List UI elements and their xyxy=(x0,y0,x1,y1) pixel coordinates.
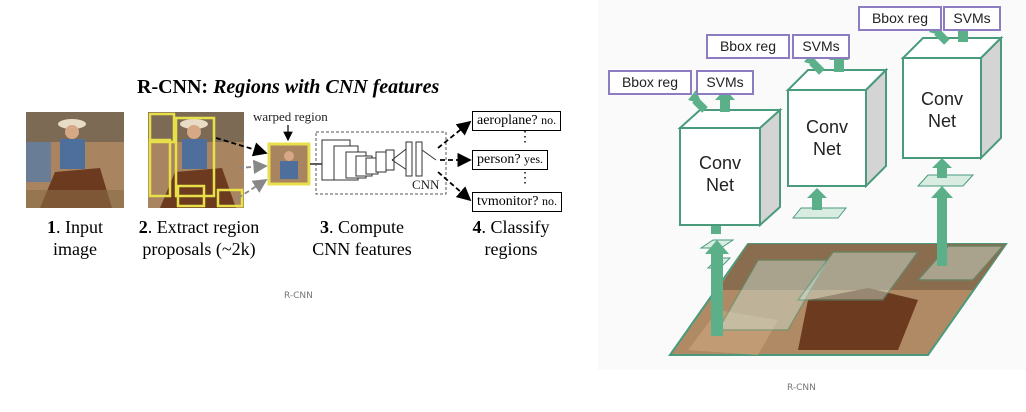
pipeline-title: R-CNN: Regions with CNN features xyxy=(137,76,439,99)
svms-box-2: SVMs xyxy=(792,34,850,59)
svms-box-3: SVMs xyxy=(943,6,1001,31)
class-answer: yes. xyxy=(524,152,544,166)
right-caption: R-CNN xyxy=(787,383,816,393)
step-number: 4 xyxy=(472,217,482,237)
step-number: 1 xyxy=(47,217,56,237)
title-prefix: R-CNN: xyxy=(137,76,214,98)
step-line2: regions xyxy=(484,239,538,259)
proposals-image xyxy=(148,112,244,208)
step-line2: CNN features xyxy=(312,239,412,259)
column-1 xyxy=(677,89,783,336)
cnn-label: CNN xyxy=(412,177,440,192)
step-line1: . Extract region xyxy=(147,217,260,237)
class-box-person: person? yes. xyxy=(472,150,549,170)
column-2 xyxy=(785,49,889,219)
class-box-tvmonitor: tvmonitor? no. xyxy=(472,192,562,212)
bbox-reg-box-1: Bbox reg xyxy=(608,70,692,95)
step-number: 2 xyxy=(138,217,148,237)
input-image xyxy=(26,112,124,208)
title-italic: Regions with CNN features xyxy=(213,76,440,98)
conv-text: Conv xyxy=(805,117,849,137)
left-caption: R-CNN xyxy=(284,291,313,301)
net-text: Net xyxy=(927,111,956,131)
step-line1: . Input xyxy=(56,217,103,237)
cnn-block xyxy=(315,131,447,195)
conv-text: Conv xyxy=(920,89,964,109)
step-line1: . Compute xyxy=(329,217,404,237)
step-line2: proposals (~2k) xyxy=(142,239,256,259)
rcnn-pipeline-panel: R-CNN: Regions with CNN features xyxy=(22,76,566,301)
base-image xyxy=(668,243,1008,356)
step-line1: . Classify xyxy=(481,217,550,237)
step-line2: image xyxy=(53,239,97,259)
class-label: person? xyxy=(477,152,521,167)
svg-text:⋮: ⋮ xyxy=(518,130,532,145)
class-box-aeroplane: aeroplane? no. xyxy=(472,111,562,131)
class-answer: no. xyxy=(541,194,557,208)
bbox-reg-box-3: Bbox reg xyxy=(858,6,942,31)
class-answer: no. xyxy=(541,113,557,127)
svms-box-1: SVMs xyxy=(696,70,754,95)
svg-text:⋮: ⋮ xyxy=(518,171,532,186)
step-number: 3 xyxy=(320,217,329,237)
class-label: tvmonitor? xyxy=(477,194,539,209)
cubes-diagram xyxy=(668,19,1008,356)
warped-region-label: warped region xyxy=(253,109,328,124)
net-text: Net xyxy=(705,175,734,195)
conv-text: Conv xyxy=(698,153,742,173)
warped-region-image xyxy=(267,142,311,186)
class-label: aeroplane? xyxy=(477,113,538,128)
column-3 xyxy=(900,19,1004,266)
pipeline-diagram: ⋮ ⋮ xyxy=(26,112,532,208)
bbox-reg-box-2: Bbox reg xyxy=(706,34,790,59)
net-text: Net xyxy=(812,139,841,159)
